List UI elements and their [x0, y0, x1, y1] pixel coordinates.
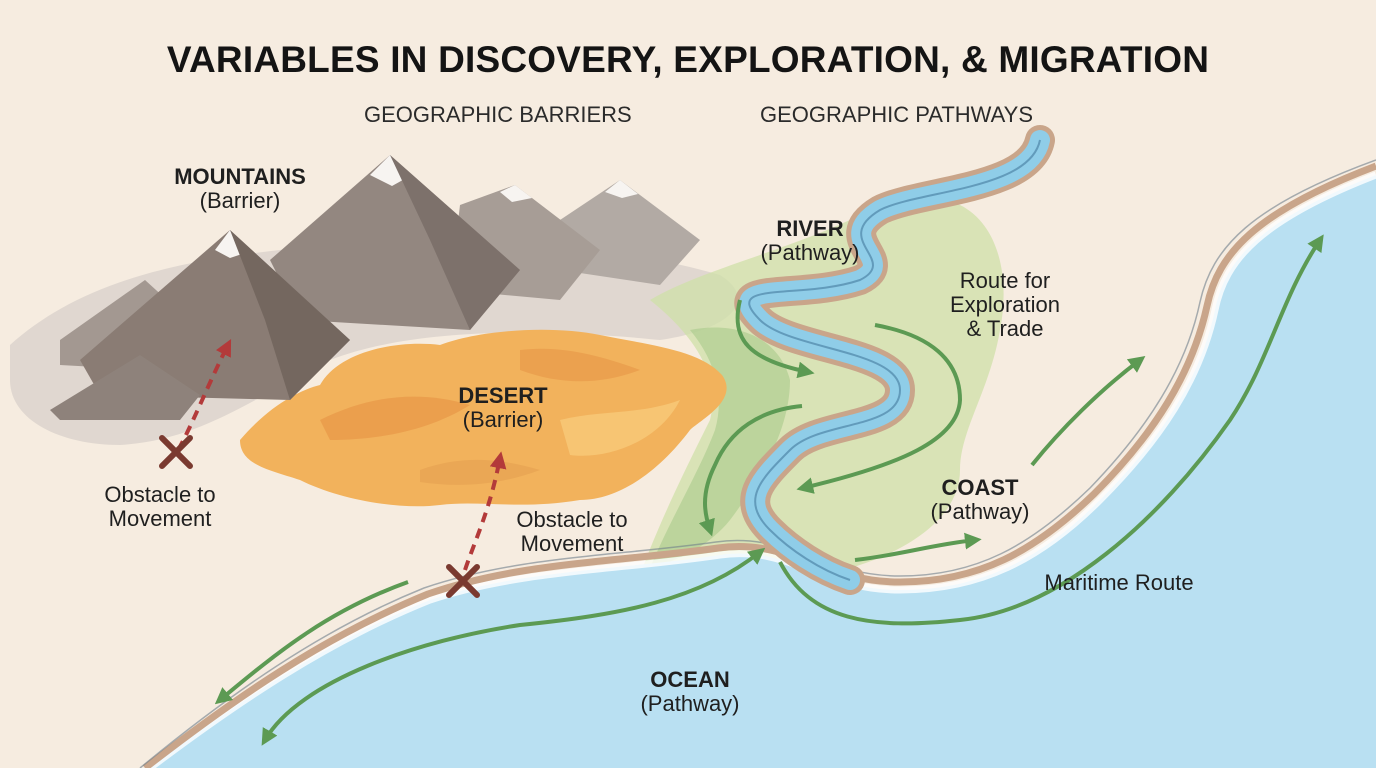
ocean-role: (Pathway) [640, 690, 740, 716]
mountains-role: (Barrier) [199, 187, 281, 213]
river-role: (Pathway) [760, 239, 860, 265]
desert-obstacle-line-2: Movement [520, 530, 624, 556]
desert-dune-2 [520, 348, 640, 382]
mountain-obstacle-note: Obstacle to Movement [80, 483, 240, 531]
river-flow-arrow-1 [735, 299, 815, 379]
desert-label: DESERT (Barrier) [433, 384, 573, 432]
coast-label: COAST (Pathway) [910, 476, 1050, 524]
river-flow-arrow-2 [698, 404, 803, 537]
desert-dune-3 [560, 400, 680, 456]
mountain-obstacle-line-2: Movement [108, 505, 212, 531]
coast-role: (Pathway) [930, 498, 1030, 524]
river-label: RIVER (Pathway) [744, 217, 876, 265]
coast-arrow-2 [1030, 355, 1146, 467]
river-vegetation-dark [650, 327, 790, 568]
river-route-line-1: Route for [959, 268, 1051, 293]
coast-name: COAST [941, 475, 1019, 500]
river-route-line-2: Exploration [949, 291, 1061, 317]
desert-blocked-x-icon [446, 564, 480, 598]
desert-name: DESERT [458, 383, 548, 408]
river-name: RIVER [776, 216, 844, 241]
diagram-title: VARIABLES IN DISCOVERY, EXPLORATION, & M… [166, 39, 1210, 80]
river-route-line-3: & Trade [966, 315, 1044, 341]
maritime-route-note: Maritime Route [1044, 570, 1194, 595]
mountain-blocked-x-icon [159, 435, 193, 469]
section-label-barriers: GEOGRAPHIC BARRIERS [364, 102, 632, 127]
coast-arrow-1 [854, 532, 982, 562]
ocean-arrow-2 [261, 547, 766, 746]
maritime-route-arrow [778, 234, 1324, 626]
ocean-name: OCEAN [650, 667, 730, 692]
river-edge [748, 139, 1041, 581]
section-label-pathways: GEOGRAPHIC PATHWAYS [760, 102, 1033, 127]
river-flow-arrow-3 [796, 323, 963, 494]
river-route-note: Route for Exploration & Trade [930, 269, 1080, 340]
mountains-label: MOUNTAINS (Barrier) [150, 165, 330, 213]
mountain-range [50, 155, 700, 420]
mountain-obstacle-line-1: Obstacle to [104, 482, 216, 507]
ocean-label: OCEAN (Pathway) [620, 668, 760, 716]
desert-obstacle-line-1: Obstacle to [516, 507, 628, 532]
mountains-name: MOUNTAINS [174, 164, 306, 189]
desert-dune-1 [320, 396, 470, 440]
desert-obstacle-note: Obstacle to Movement [492, 508, 652, 556]
desert-role: (Barrier) [462, 406, 544, 432]
desert-dune-4 [420, 459, 540, 485]
